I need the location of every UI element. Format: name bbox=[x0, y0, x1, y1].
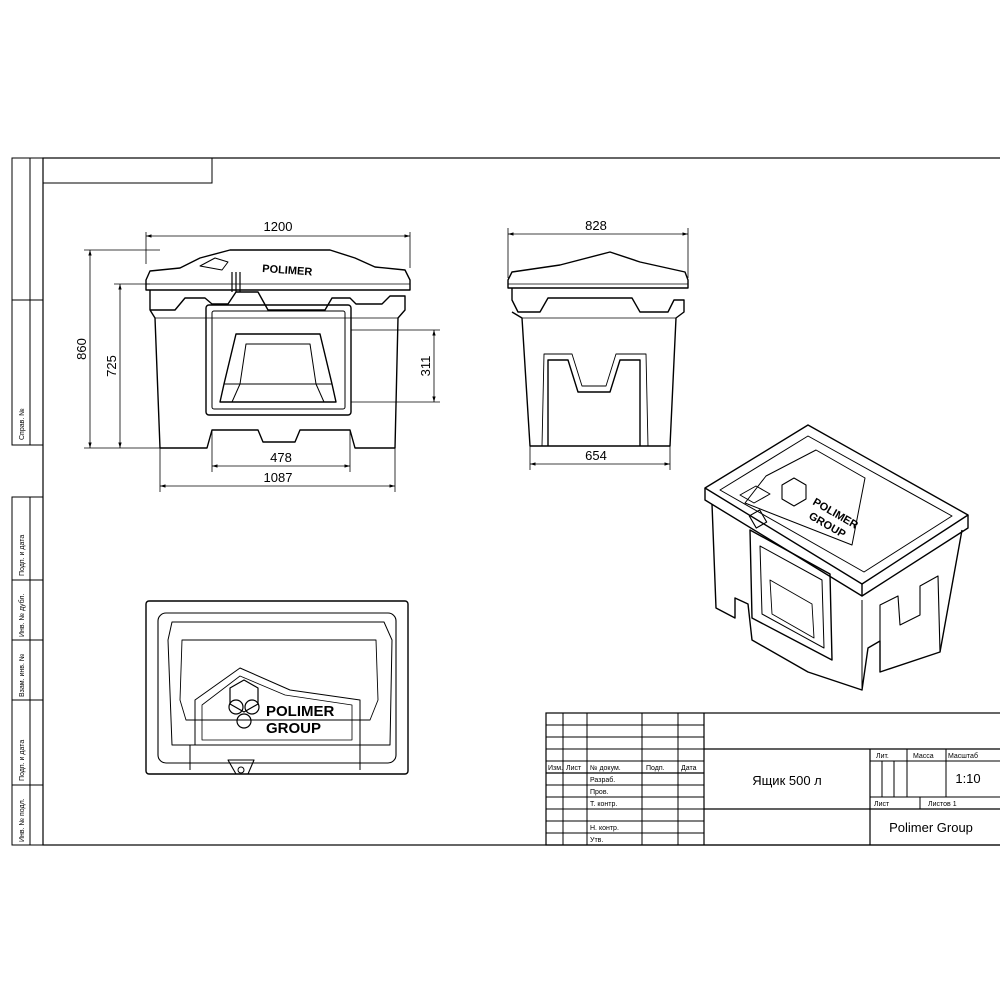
isometric-view bbox=[704, 424, 969, 691]
dim-front-body-height: 725 bbox=[104, 355, 119, 377]
drawing-frame bbox=[42, 157, 1000, 846]
isometric-logo: POLIMER GROUP bbox=[807, 496, 860, 541]
tb-scale-value: 1:10 bbox=[955, 771, 980, 786]
stamp-inv-no-dubl: Инв. № дубл. bbox=[18, 594, 26, 637]
tb-list: Лист bbox=[566, 765, 582, 772]
title-block-labels: Изм. Лист № докум. Подп. Дата Разраб. Пр… bbox=[548, 752, 981, 844]
tb-no-dokum: № докум. bbox=[590, 765, 621, 772]
side-dimension-labels: 828 654 bbox=[585, 218, 607, 463]
stamp-sprav-no: Справ. № bbox=[19, 408, 26, 440]
dim-side-base-depth: 654 bbox=[585, 448, 607, 463]
tb-t-kontr: Т. контр. bbox=[590, 801, 617, 808]
tb-listov: Листов 1 bbox=[928, 801, 957, 808]
title-block bbox=[545, 712, 1000, 846]
front-lid-logo: POLIMER bbox=[262, 263, 313, 278]
front-dimension-labels: 1200 860 725 311 478 1087 bbox=[74, 219, 433, 485]
dim-front-width: 1200 bbox=[264, 219, 293, 234]
side-dimensions bbox=[507, 228, 689, 470]
tb-prov: Пров. bbox=[590, 789, 609, 796]
top-view bbox=[145, 600, 409, 775]
stamp-podp-data-2: Подп. и дата bbox=[19, 740, 26, 781]
tb-data: Дата bbox=[681, 765, 697, 772]
dim-front-opening-width: 478 bbox=[270, 450, 292, 465]
front-dimensions bbox=[84, 232, 440, 492]
dim-front-opening-height: 311 bbox=[418, 356, 433, 377]
front-lid-logo-text: POLIMER bbox=[262, 263, 313, 278]
tb-massa: Масса bbox=[913, 753, 934, 760]
tb-podp: Подп. bbox=[646, 765, 665, 772]
tb-n-kontr: Н. контр. bbox=[590, 825, 619, 832]
stamp-inv-no-podl: Инв. № подл. bbox=[19, 798, 26, 842]
top-logo-line2: GROUP bbox=[266, 720, 321, 737]
top-view-logo: POLIMER GROUP bbox=[266, 703, 335, 737]
dim-front-total-height: 860 bbox=[74, 338, 89, 360]
tb-drawing-title: Ящик 500 л bbox=[752, 773, 822, 788]
tb-razrab: Разраб. bbox=[590, 776, 615, 784]
side-view bbox=[507, 251, 689, 447]
side-stamp: Справ. № Подп. и дата Инв. № дубл. Взам.… bbox=[11, 157, 44, 846]
tb-izm: Изм. bbox=[548, 765, 563, 772]
stamp-vzam-inv-no: Взам. инв. № bbox=[19, 654, 26, 697]
tb-masshtab: Масштаб bbox=[948, 752, 978, 760]
tb-company: Polimer Group bbox=[889, 820, 973, 835]
top-logo-line1: POLIMER bbox=[266, 703, 335, 720]
dim-side-depth: 828 bbox=[585, 218, 607, 233]
tb-list2: Лист bbox=[874, 801, 890, 808]
tb-lit: Лит. bbox=[876, 753, 889, 760]
tb-utv: Утв. bbox=[590, 837, 603, 844]
front-view bbox=[145, 249, 411, 449]
stamp-podp-data-1: Подп. и дата bbox=[19, 535, 26, 576]
dim-front-base-width: 1087 bbox=[264, 470, 293, 485]
